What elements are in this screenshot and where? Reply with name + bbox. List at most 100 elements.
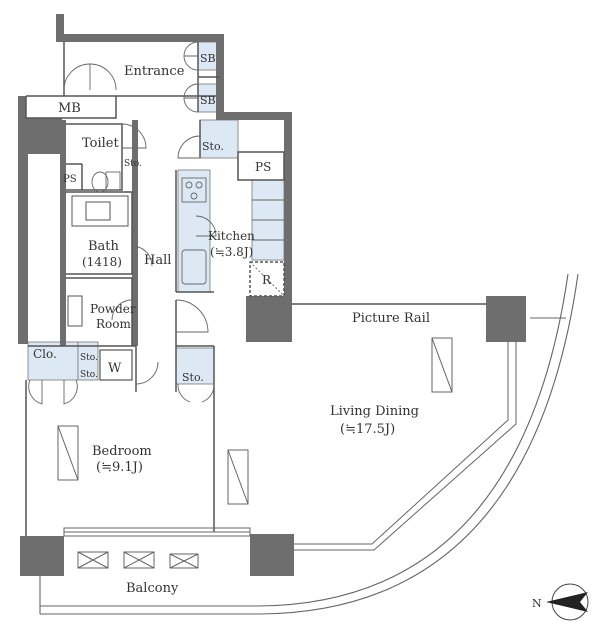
washer-box — [99, 349, 133, 381]
hall-door-swing-1 — [175, 299, 209, 333]
label-powder-2: Room — [96, 317, 131, 331]
powder-door-swing — [111, 299, 133, 321]
sto-kitchen-fill — [199, 119, 239, 159]
panel-bedroom-2-diag — [227, 449, 249, 505]
unit-2-x2 — [123, 551, 155, 569]
label-entrance: Entrance — [124, 64, 185, 79]
kitchen-door-swing — [195, 215, 217, 237]
balcony-units — [77, 551, 199, 569]
panel-living-diag — [431, 337, 453, 393]
kitchen-counter-fill — [177, 169, 211, 293]
wall-panels — [57, 337, 453, 505]
wall-column-left — [18, 118, 62, 154]
wall-top-entrance — [56, 14, 64, 38]
label-toilet: Toilet — [82, 136, 119, 151]
sb-door-swing-4 — [183, 97, 199, 113]
label-bedroom-size: (≒9.1J) — [96, 460, 143, 475]
label-living-dining-size: (≒17.5J) — [340, 422, 395, 437]
unit-1-x2 — [77, 551, 109, 569]
entrance-door-swing-1 — [63, 63, 91, 91]
label-kitchen-size: (≒3.8J) — [210, 245, 253, 259]
sto-kitchen-door-swing — [177, 135, 201, 159]
wall-kitchen-right — [284, 112, 292, 342]
panel-bedroom-1-diag — [57, 425, 79, 481]
hall-door-swing-2 — [135, 361, 159, 385]
panel-bedroom-2 — [227, 449, 249, 505]
wall-column-mid — [246, 296, 292, 342]
wall-column-bottom-mid — [250, 534, 294, 576]
toilet-tank — [105, 171, 121, 191]
label-hall: Hall — [144, 253, 171, 268]
window-living-inner — [294, 340, 517, 551]
bathtub — [71, 195, 129, 227]
label-bath-size: (1418) — [82, 255, 122, 269]
balcony-outer-curve — [40, 273, 579, 615]
panel-living — [431, 337, 453, 393]
room-labels: Entrance MB SB SB Toilet Sto. PS Sto. PS… — [33, 52, 430, 596]
mb-box — [25, 95, 117, 119]
sb-door-swing-3 — [183, 83, 199, 99]
wall-column-bottom-left — [20, 536, 64, 576]
compass: N — [532, 583, 589, 621]
refrigerator-box — [249, 261, 285, 297]
panel-bedroom-1 — [57, 425, 79, 481]
window-living — [294, 340, 509, 545]
compass-north-label: N — [532, 597, 542, 610]
label-clo: Clo. — [33, 347, 57, 361]
unit-2 — [123, 551, 155, 569]
wall-column-right — [486, 296, 526, 342]
kitchen-fixtures — [181, 177, 285, 297]
balcony — [39, 273, 579, 615]
label-sto-toilet: Sto. — [124, 159, 142, 169]
label-mb: MB — [58, 101, 81, 116]
clo-door-swing-2 — [63, 379, 78, 405]
balcony-inner-curve — [40, 273, 569, 607]
burner-1 — [185, 181, 193, 189]
toilet-box — [66, 123, 123, 191]
windows — [63, 340, 517, 551]
label-bath: Bath — [88, 239, 120, 254]
label-balcony: Balcony — [126, 581, 179, 596]
wall-mid-vertical — [60, 120, 66, 346]
walls — [18, 14, 526, 576]
bedroom-door-swing-1 — [177, 383, 191, 403]
ps-kitchen-box — [237, 151, 285, 181]
bathtub-inner — [85, 201, 111, 221]
label-ps-toilet: PS — [63, 174, 77, 185]
label-powder-1: Powder — [90, 302, 136, 316]
bedroom-door-swing-2 — [201, 383, 215, 403]
powder-box — [66, 277, 133, 346]
wall-kitchen-top — [224, 112, 292, 120]
sink — [181, 249, 207, 285]
wall-left-long — [18, 154, 28, 344]
label-living-dining: Living Dining — [330, 404, 419, 419]
label-kitchen: Kitchen — [208, 229, 255, 243]
wall-top-entrance-h — [56, 34, 224, 42]
clo-door-swing-1 — [28, 379, 43, 405]
wall-bath-right — [132, 120, 138, 346]
wall-mb-left — [18, 96, 26, 118]
label-sb-lower: SB — [200, 94, 216, 107]
unit-1 — [77, 551, 109, 569]
label-picture-rail: Picture Rail — [352, 311, 430, 326]
label-sto-small-1: Sto. — [80, 353, 98, 363]
label-bedroom: Bedroom — [92, 444, 152, 459]
door-swings — [28, 41, 217, 405]
label-sto-bedroom: Sto. — [182, 371, 204, 384]
sb-door-swing-1 — [183, 41, 199, 57]
label-sto-kitchen: Sto. — [202, 140, 224, 153]
partitions — [25, 42, 486, 536]
storage-fills — [27, 41, 285, 385]
toilet-fixture — [91, 171, 121, 193]
label-washer: W — [108, 361, 122, 376]
compass-needle — [546, 592, 588, 612]
label-sto-small-2: Sto. — [80, 370, 98, 380]
label-sb-upper: SB — [200, 52, 216, 65]
unit-3 — [169, 553, 199, 569]
burner-2 — [195, 181, 203, 189]
sto-bedroom-fill — [175, 347, 215, 385]
stove — [181, 177, 207, 203]
entrance-door-swing-2 — [89, 63, 117, 91]
bath-door-swing — [131, 245, 153, 267]
